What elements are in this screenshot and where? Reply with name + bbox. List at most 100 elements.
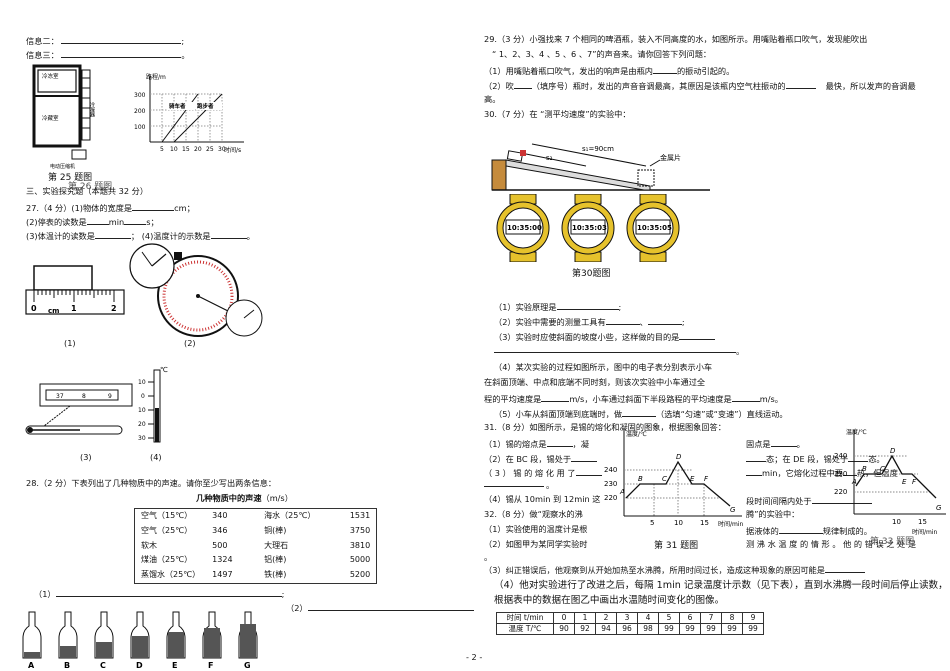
q27-blank-sec[interactable]	[124, 215, 147, 225]
q31-right-xtick: 10	[892, 518, 901, 526]
q31-blank-freezing[interactable]	[770, 437, 797, 447]
tin-graph-right: 温度/℃ 240 230 220 10 15 时间/min A B C D E …	[834, 428, 946, 536]
q31-blank-de-state[interactable]	[848, 452, 869, 462]
info2-blank[interactable]	[61, 34, 182, 44]
q32-text: 据液体的	[746, 526, 779, 536]
q30-blank-avg-speed[interactable]	[541, 392, 570, 402]
q27-text: s；	[146, 217, 159, 227]
bottle-label: F	[208, 661, 213, 670]
q31-right-point: G	[936, 504, 942, 512]
q31-text: 段时间间隔内处于	[746, 496, 812, 506]
q31-blank-heat[interactable]	[842, 466, 857, 476]
q31-text: （1）锡的熔点是	[484, 439, 547, 449]
q30-blank-lower-speed[interactable]	[731, 392, 760, 402]
table-cell: 92	[574, 623, 596, 636]
q31-right-xlabel: 时间/min	[912, 528, 938, 536]
q32-blank-reason[interactable]	[824, 563, 865, 573]
fig25-caption: 第 25 题图	[48, 173, 93, 183]
electronic-watches: 10:35:00 10:35:03 10:35:05	[496, 194, 680, 262]
q31-l1: （1）锡的熔点是 ，凝	[484, 437, 589, 450]
q29-line5: 高。	[484, 94, 501, 104]
q28-ans2-blank[interactable]	[307, 601, 474, 611]
q27-text: ； (4)温度计的示数是	[130, 231, 211, 241]
q31-blank-bc-state[interactable]	[571, 452, 598, 462]
table-cell: 铜(棒)	[264, 525, 287, 535]
table-cell: 346	[212, 525, 228, 535]
fridge-label-cold: 冷藏室	[42, 114, 59, 122]
table-cell: 2	[595, 611, 617, 625]
table-cell: 铝(棒)	[264, 555, 287, 565]
q27-text: (2)停表的读数是	[26, 217, 87, 227]
q29-blank-1[interactable]	[652, 64, 677, 74]
fridge-diagram: 冷冻室 冷藏室 冷凝器 电动压缩机	[32, 64, 95, 170]
q30-l4: （4）某次实验的过程如图所示，图中的电子表分别表示小车	[494, 362, 713, 372]
q27-blank-thermometer[interactable]	[210, 229, 247, 239]
q31-point: G	[730, 506, 736, 514]
q31-blank-melting[interactable]	[546, 437, 573, 447]
info3-blank[interactable]	[61, 48, 182, 58]
table-cell: 1497	[212, 570, 233, 580]
q27-blank-body-temp[interactable]	[94, 229, 131, 239]
q31-text: （ 3 ） 锡 的 熔 化 用 了	[484, 468, 576, 478]
graph-xtick: 25	[206, 146, 214, 153]
q31-blank-bc-state-2[interactable]	[746, 452, 766, 462]
q30-l3: （3）实验时应使斜面的坡度小些，这样做的目的是	[494, 330, 716, 343]
q29-text: （2）吹	[484, 81, 514, 91]
q31-right-point: A	[851, 478, 857, 486]
q30-l2: （2）实验中需要的测量工具有、;	[494, 315, 685, 327]
graph-xtick: 20	[194, 146, 202, 153]
table-row: 煤油（25℃）1324 铝(棒)5000	[135, 553, 376, 568]
q31-l4: （4）锡从 10min 到 12min 这	[484, 494, 601, 504]
q30-text: m/s，小车通过斜面下半段路程的平均速度是	[569, 394, 732, 404]
q31-blank-time[interactable]	[575, 466, 602, 476]
ruler-tick-0: 0	[31, 304, 37, 313]
distance-time-graph: 路程/m 时间/s 300 200 100 5 10 15 20 25 30 骑…	[134, 73, 244, 154]
q30-text: （2）实验中需要的测量工具有	[494, 317, 606, 327]
q31-right-point: F	[912, 478, 917, 486]
q30-blank-purpose[interactable]	[679, 330, 716, 340]
table-cell: 5000	[349, 555, 371, 565]
graph-xtick: 15	[182, 146, 190, 153]
q27-blank-min[interactable]	[86, 215, 109, 225]
q32-l6: 根据表中的数据在图乙中画出水温随时间变化的图像。	[494, 595, 725, 606]
q31-blank-state[interactable]	[811, 494, 872, 504]
q27-blank-width[interactable]	[132, 201, 175, 211]
bottle-label: D	[136, 661, 143, 670]
ruler-tick-1: 1	[71, 304, 77, 313]
table-cell: 大理石	[264, 540, 289, 550]
q31-blank-time-2[interactable]	[746, 466, 762, 476]
table-cell: 99	[679, 623, 701, 636]
q30-blank-motion[interactable]	[622, 407, 657, 417]
q31-l2-right: 态；在 DE 段，锡处于态。	[746, 452, 885, 465]
table-cell: 99	[658, 623, 680, 636]
table-cell: 铁(棒)	[264, 570, 287, 580]
clinical-tick: 8	[82, 393, 86, 400]
q30-blank-principle[interactable]	[556, 300, 619, 310]
q29-blank-3[interactable]	[785, 79, 816, 89]
q30-blank-tool-1[interactable]	[605, 315, 640, 325]
q30-blank-tool-2[interactable]	[647, 315, 682, 325]
q31-right-point: D	[890, 447, 896, 455]
q30-l5: 在斜面顶端、中点和底端不同时刻，则该次实验中小车通过全	[484, 377, 706, 387]
graph-ytick: 300	[134, 92, 146, 99]
section3-heading: 三、实验探究题（本题共 32 分）	[26, 186, 149, 196]
q31-text: ，凝	[572, 439, 589, 449]
graph-xtick: 10	[170, 146, 178, 153]
q29-line3: （1）用嘴贴着瓶口吹气，发出的响声是由瓶内的振动引起的。	[484, 64, 734, 77]
q31-right-ytick: 240	[834, 452, 847, 460]
q29-blank-2[interactable]	[513, 79, 532, 89]
q29-line1: 29.（3 分）小强找来 7 个相同的啤酒瓶，装入不同高度的水，如图所示。用嘴贴…	[484, 34, 868, 44]
q32-blank-rule[interactable]	[778, 524, 823, 534]
table-cell: 98	[637, 623, 659, 636]
q28-ans1-blank[interactable]	[55, 587, 282, 597]
q29-text: （填序号）瓶时，发出的声音音调最高，其原因是该瓶内空气柱振动的	[531, 81, 786, 91]
q29-text: 的振动引起的。	[676, 66, 735, 76]
q30-purpose-line[interactable]	[494, 352, 736, 353]
table-row: 空气（25℃）346 铜(棒)3750	[135, 524, 376, 539]
temp-tick: 30	[138, 435, 146, 442]
q30-title: 30.（7 分）在 “测平均速度”的实验中：	[484, 109, 631, 119]
q31-l3: （ 3 ） 锡 的 熔 化 用 了	[484, 466, 602, 479]
lab-thermometer: ℃ 10 0 10 20 30	[138, 366, 168, 443]
q31-temperature-blank[interactable]	[484, 486, 544, 487]
